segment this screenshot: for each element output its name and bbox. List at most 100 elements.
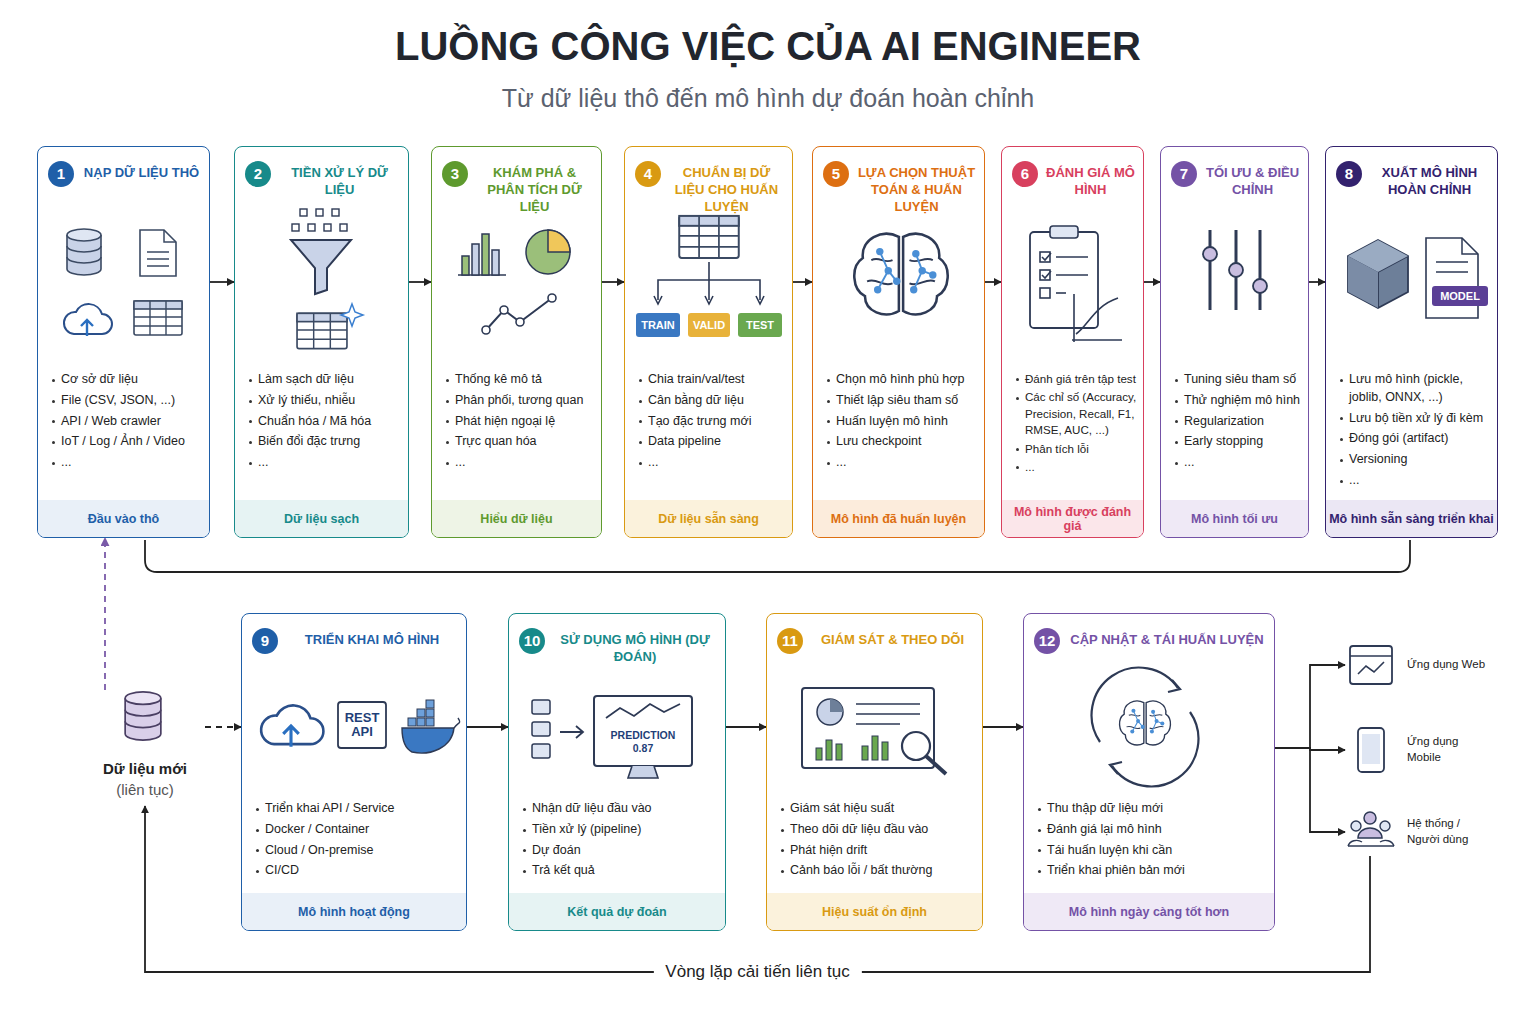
card-header: 5LỰA CHỌN THUẬT TOÁN & HUẤN LUYỆN [823, 161, 978, 216]
step-number: 10 [519, 628, 545, 654]
flow-connector [104, 538, 106, 690]
card-body: Triển khai API / ServiceDocker / Contain… [256, 800, 460, 883]
step-number: 4 [635, 161, 661, 187]
card-header: 6ĐÁNH GIÁ MÔ HÌNH [1012, 161, 1137, 199]
card-header: 3KHÁM PHÁ & PHÂN TÍCH DỮ LIỆU [442, 161, 595, 216]
bullet-item: Early stopping [1175, 433, 1302, 451]
bullet-item: Phân phối, tương quan [446, 392, 595, 410]
bullet-item: Chuẩn hóa / Mã hóa [249, 413, 402, 431]
card-footer-text: Mô hình tối ưu [1188, 512, 1281, 526]
card-body: Chọn mô hình phù hợpThiết lập siêu tham … [827, 371, 978, 475]
card-footer-band: Dữ liệu sẵn sàng [625, 500, 792, 537]
bullet-item: Thiết lập siêu tham số [827, 392, 978, 410]
bullet-item: ... [1016, 459, 1137, 475]
stage-card: 9TRIỂN KHAI MÔ HÌNHMô hình hoạt độngTriể… [241, 613, 467, 931]
bullet-item: Cloud / On-premise [256, 842, 460, 860]
card-footer-text: Dữ liệu sạch [281, 512, 362, 526]
card-body: Giám sát hiệu suấtTheo dõi dữ liệu đầu v… [781, 800, 976, 883]
stage-card: 4CHUẨN BỊ DỮ LIỆU CHO HUẤN LUYỆN Dữ liệu … [624, 146, 793, 538]
output-target-node: Ứng dụng Web [1345, 644, 1505, 686]
bullet-item: Tuning siêu tham số [1175, 371, 1302, 389]
bullet-item: Đánh giá lại mô hình [1038, 821, 1268, 839]
bullet-item: Xử lý thiếu, nhiễu [249, 392, 402, 410]
card-body: Thống kê mô tảPhân phối, tương quanPhát … [446, 371, 595, 475]
step-number: 5 [823, 161, 849, 187]
target-label: Ứng dụng Web [1407, 657, 1491, 673]
step-number: 8 [1336, 161, 1362, 187]
bullet-item: ... [1340, 472, 1491, 490]
target-label: Ứng dụng Mobile [1407, 734, 1491, 765]
card-header: 7TỐI ƯU & ĐIỀU CHỈNH [1171, 161, 1302, 199]
card-footer-text: Mô hình ngày càng tốt hơn [1066, 905, 1232, 919]
step-title: TRIỂN KHAI MÔ HÌNH [284, 628, 460, 649]
card-header: 4CHUẨN BỊ DỮ LIỆU CHO HUẤN LUYỆN [635, 161, 786, 216]
card-body: Tuning siêu tham sốThử nghiệm mô hìnhReg… [1175, 371, 1302, 475]
bullet-item: Thu thập dữ liệu mới [1038, 800, 1268, 818]
bullet-item: Lưu bộ tiền xử lý đi kèm [1340, 410, 1491, 428]
card-header: 9 TRIỂN KHAI MÔ HÌNH [252, 628, 460, 654]
bullet-item: CI/CD [256, 862, 460, 880]
flow-connector [985, 281, 1001, 283]
bullet-item: Làm sạch dữ liệu [249, 371, 402, 389]
bullet-item: Các chỉ số (Accuracy, Precision, Recall,… [1016, 389, 1137, 438]
step-title: ĐÁNH GIÁ MÔ HÌNH [1044, 161, 1137, 199]
card-body: Cơ sở dữ liệuFile (CSV, JSON, ...)API / … [52, 371, 203, 475]
split-tag: TRAIN [636, 319, 680, 331]
split-tag: VALID [688, 319, 730, 331]
bullet-item: Lưu checkpoint [827, 433, 978, 451]
source-note: (liên tục) [85, 779, 205, 800]
flow-connector [726, 726, 766, 728]
bullet-item: Tái huấn luyện khi cần [1038, 842, 1268, 860]
step-title: SỬ DỤNG MÔ HÌNH (DỰ ĐOÁN) [551, 628, 719, 666]
flow-connector [1309, 281, 1325, 283]
flow-connector [983, 726, 1023, 728]
card-footer-text: Hiệu suất ổn định [819, 905, 930, 919]
step-number: 1 [48, 161, 74, 187]
card-footer-text: Mô hình đã huấn luyện [828, 512, 969, 526]
card-footer-band: Đầu vào thô [38, 500, 209, 537]
card-footer-text: Dữ liệu sẵn sàng [655, 512, 762, 526]
card-header: 10SỬ DỤNG MÔ HÌNH (DỰ ĐOÁN) [519, 628, 719, 666]
flow-connector [602, 281, 624, 283]
bullet-item: Đánh giá trên tập test [1016, 371, 1137, 387]
card-footer-text: Hiểu dữ liệu [477, 512, 555, 526]
bullet-item: ... [639, 454, 786, 472]
step-title: XUẤT MÔ HÌNH HOÀN CHỈNH [1368, 161, 1491, 199]
flow-connector [409, 281, 431, 283]
bullet-item: Lưu mô hình (pickle, joblib, ONNX, ...) [1340, 371, 1491, 407]
card-footer-band: Mô hình đã huấn luyện [813, 500, 984, 537]
card-header: 1 NẠP DỮ LIỆU THÔ [48, 161, 203, 187]
step-number: 9 [252, 628, 278, 654]
bullet-item: Trực quan hóa [446, 433, 595, 451]
bullet-item: Cảnh báo lỗi / bất thường [781, 862, 976, 880]
stage-card: 5LỰA CHỌN THUẬT TOÁN & HUẤN LUYỆN Mô hình… [812, 146, 985, 538]
data-source-node: Dữ liệu mới(liên tục) [85, 690, 205, 806]
step-number: 3 [442, 161, 468, 187]
flow-connector [210, 281, 234, 283]
bullet-item: ... [249, 454, 402, 472]
bullet-item: ... [446, 454, 595, 472]
flow-connector [793, 281, 812, 283]
step-title: NẠP DỮ LIỆU THÔ [80, 161, 203, 182]
card-header: 11GIÁM SÁT & THEO DÕI [777, 628, 976, 654]
bullet-item: Phân tích lỗi [1016, 441, 1137, 457]
flow-connector [1275, 665, 1345, 748]
bullet-item: Chọn mô hình phù hợp [827, 371, 978, 389]
bullet-item: Nhận dữ liệu đầu vào [523, 800, 719, 818]
card-body: Chia train/val/testCân bằng dữ liệuTạo đ… [639, 371, 786, 475]
source-title: Dữ liệu mới [85, 758, 205, 779]
card-body: Thu thập dữ liệu mớiĐánh giá lại mô hình… [1038, 800, 1268, 883]
api-label: REST API [339, 711, 385, 740]
step-number: 2 [245, 161, 271, 187]
bullet-item: Thử nghiệm mô hình [1175, 392, 1302, 410]
bullet-item: API / Web crawler [52, 413, 203, 431]
diagram-title: LUỒNG CÔNG VIỆC CỦA AI ENGINEER [0, 24, 1536, 69]
bullet-item: Data pipeline [639, 433, 786, 451]
model-badge: MODEL [1433, 290, 1487, 302]
bullet-item: Versioning [1340, 451, 1491, 469]
card-header: 2TIỀN XỬ LÝ DỮ LIỆU [245, 161, 402, 199]
flow-connector [145, 806, 1370, 972]
card-footer-text: Kết quả dự đoán [564, 905, 669, 919]
bullet-item: Tạo đặc trưng mới [639, 413, 786, 431]
bullet-item: ... [1175, 454, 1302, 472]
